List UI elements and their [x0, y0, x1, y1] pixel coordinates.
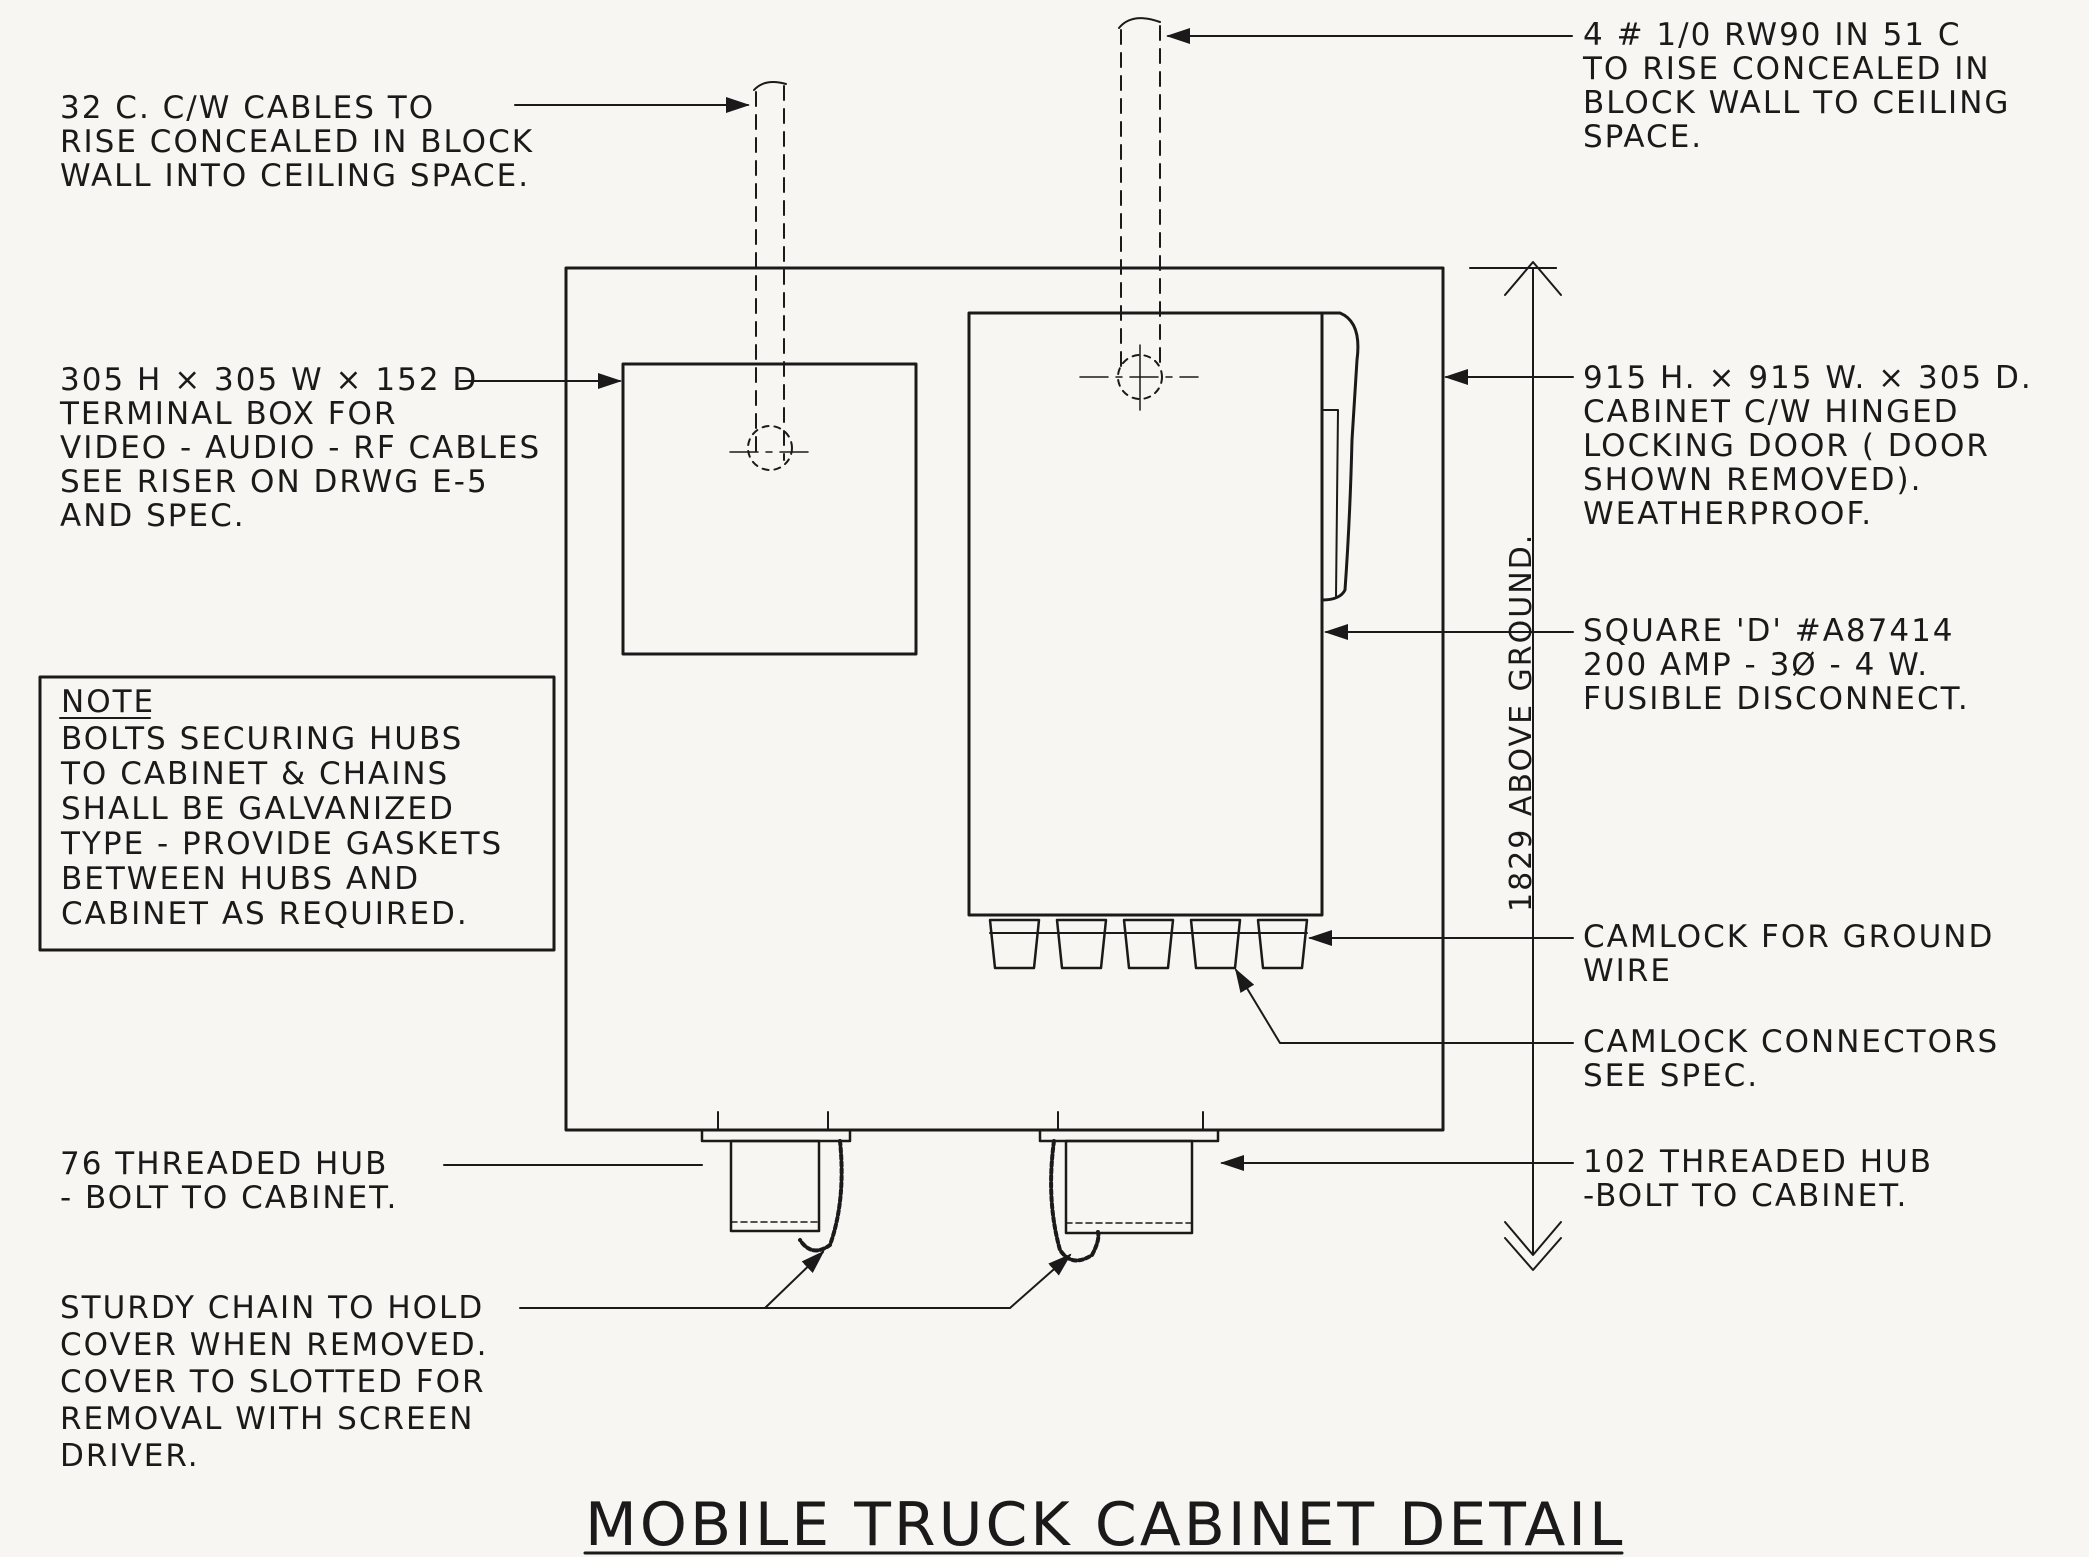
callout-disconnect: SQUARE 'D' #A87414 200 AMP - 3Ø - 4 W. F… [1583, 613, 1970, 717]
hub-76 [700, 1111, 852, 1253]
svg-text:SHOWN REMOVED).: SHOWN REMOVED). [1583, 462, 1922, 498]
callout-cables-riser: 32 C. C/W CABLES TO RISE CONCEALED IN BL… [60, 90, 534, 194]
svg-text:STURDY CHAIN TO HOLD: STURDY CHAIN TO HOLD [60, 1290, 484, 1326]
svg-text:LOCKING DOOR ( DOOR: LOCKING DOOR ( DOOR [1583, 428, 1990, 464]
svg-text:TO RISE CONCEALED IN: TO RISE CONCEALED IN [1582, 51, 1991, 87]
fusible-disconnect [967, 311, 1360, 917]
main-cabinet [564, 266, 1445, 1132]
svg-text:RISE CONCEALED IN BLOCK: RISE CONCEALED IN BLOCK [60, 124, 534, 160]
note-line: TO CABINET & CHAINS [60, 756, 449, 792]
callout-chain: STURDY CHAIN TO HOLD COVER WHEN REMOVED.… [60, 1290, 489, 1474]
drawing-title: MOBILE TRUCK CABINET DETAIL [585, 1490, 1625, 1557]
svg-text:TERMINAL BOX FOR: TERMINAL BOX FOR [59, 396, 397, 432]
callout-camlock-ground: CAMLOCK FOR GROUND WIRE [1583, 919, 1994, 989]
note-line: TYPE - PROVIDE GASKETS [60, 826, 503, 862]
callout-camlock-connectors: CAMLOCK CONNECTORS SEE SPEC. [1583, 1024, 1999, 1094]
callout-hub-102: 102 THREADED HUB -BOLT TO CABINET. [1583, 1144, 1933, 1214]
cable-riser-conduit [729, 81, 813, 471]
note-line: BETWEEN HUBS AND [61, 861, 420, 897]
svg-text:200 AMP - 3Ø - 4 W.: 200 AMP - 3Ø - 4 W. [1583, 647, 1929, 683]
note-box [38, 675, 556, 952]
callout-terminal-box: 305 H × 305 W × 152 D TERMINAL BOX FOR V… [59, 362, 541, 534]
height-dimension-label: 1829 ABOVE GROUND. [1504, 533, 1539, 912]
rw90-riser-conduit [1079, 17, 1199, 411]
height-dimension [1469, 261, 1562, 1271]
callout-hub-76: 76 THREADED HUB - BOLT TO CABINET. [60, 1146, 398, 1216]
svg-text:CAMLOCK FOR GROUND: CAMLOCK FOR GROUND [1583, 919, 1994, 955]
note-heading: NOTE [61, 684, 155, 720]
svg-text:BLOCK WALL TO CEILING: BLOCK WALL TO CEILING [1583, 85, 2010, 121]
svg-text:FUSIBLE DISCONNECT.: FUSIBLE DISCONNECT. [1583, 681, 1970, 717]
svg-text:AND SPEC.: AND SPEC. [60, 498, 246, 534]
svg-text:76 THREADED HUB: 76 THREADED HUB [60, 1146, 388, 1182]
svg-text:COVER TO SLOTTED FOR: COVER TO SLOTTED FOR [60, 1364, 486, 1400]
svg-text:SEE SPEC.: SEE SPEC. [1583, 1058, 1759, 1094]
svg-text:VIDEO - AUDIO - RF CABLES: VIDEO - AUDIO - RF CABLES [60, 430, 541, 466]
svg-text:4 # 1/0 RW90 IN 51 C: 4 # 1/0 RW90 IN 51 C [1583, 17, 1962, 53]
callout-cabinet: 915 H. × 915 W. × 305 D. CABINET C/W HIN… [1583, 360, 2033, 532]
svg-text:DRIVER.: DRIVER. [60, 1438, 200, 1474]
hub-102 [1038, 1111, 1220, 1263]
svg-text:- BOLT TO CABINET.: - BOLT TO CABINET. [60, 1180, 398, 1216]
svg-text:CAMLOCK CONNECTORS: CAMLOCK CONNECTORS [1583, 1024, 1999, 1060]
svg-text:SQUARE 'D' #A87414: SQUARE 'D' #A87414 [1583, 613, 1955, 649]
svg-text:-BOLT TO CABINET.: -BOLT TO CABINET. [1583, 1178, 1908, 1214]
svg-text:REMOVAL WITH SCREEN: REMOVAL WITH SCREEN [60, 1401, 474, 1437]
svg-text:COVER WHEN REMOVED.: COVER WHEN REMOVED. [60, 1327, 489, 1363]
note-line: CABINET AS REQUIRED. [61, 896, 469, 932]
note-line: BOLTS SECURING HUBS [61, 721, 463, 757]
leader-lines [443, 28, 1574, 1309]
svg-text:CABINET C/W HINGED: CABINET C/W HINGED [1583, 394, 1960, 430]
svg-text:915 H. × 915 W. × 305 D.: 915 H. × 915 W. × 305 D. [1583, 360, 2033, 396]
svg-text:SPACE.: SPACE. [1583, 119, 1703, 155]
note-line: SHALL BE GALVANIZED [61, 791, 455, 827]
svg-text:305 H × 305 W × 152 D: 305 H × 305 W × 152 D [60, 362, 478, 398]
svg-text:102 THREADED HUB: 102 THREADED HUB [1583, 1144, 1933, 1180]
svg-text:WALL INTO CEILING SPACE.: WALL INTO CEILING SPACE. [60, 158, 530, 194]
svg-text:WIRE: WIRE [1583, 953, 1672, 989]
svg-text:32 C. C/W CABLES TO: 32 C. C/W CABLES TO [60, 90, 435, 126]
camlock-connectors [988, 918, 1309, 970]
callout-rw90-riser: 4 # 1/0 RW90 IN 51 C TO RISE CONCEALED I… [1582, 17, 2010, 155]
svg-text:SEE RISER ON DRWG E-5: SEE RISER ON DRWG E-5 [60, 464, 489, 500]
svg-text:WEATHERPROOF.: WEATHERPROOF. [1583, 496, 1873, 532]
terminal-box [621, 362, 918, 656]
